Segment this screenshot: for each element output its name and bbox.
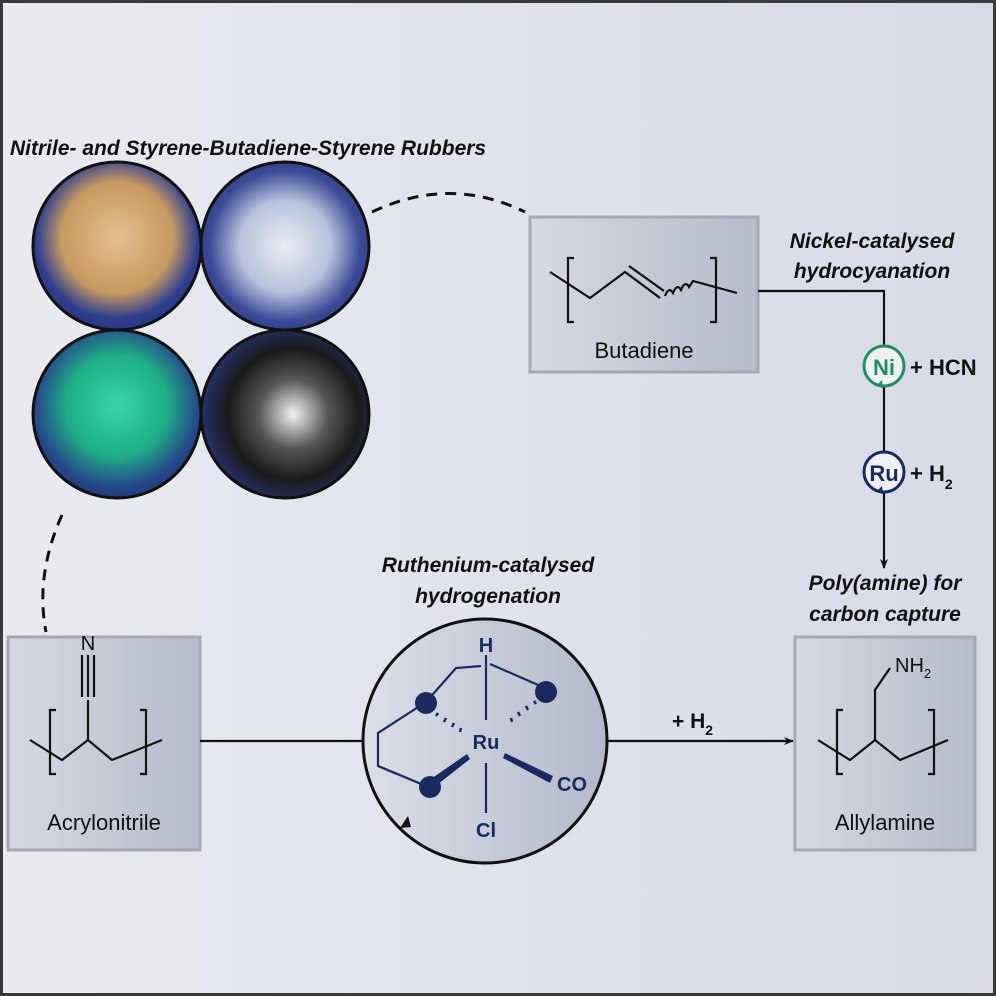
route-line: [758, 289, 886, 346]
h2-reagent: + H: [910, 461, 945, 486]
photo-shoe: [199, 328, 371, 500]
hcn-reagent: + HCN: [910, 355, 977, 380]
h2-subscript: 2: [945, 476, 953, 492]
dashed-link-acrylonitrile: [41, 514, 64, 633]
chloride-ligand: Cl: [476, 820, 496, 842]
h2-main-subscript: 2: [705, 722, 713, 738]
butadiene-label: Butadiene: [594, 338, 693, 363]
allylamine-structure: [817, 667, 949, 776]
ruthenium-step-line1: Ruthenium-catalysed: [382, 554, 596, 577]
butadiene-structure: [549, 256, 738, 324]
h2-reagent-main: + H: [672, 710, 705, 733]
amine-group: NH: [895, 655, 924, 677]
butadiene-box: Butadiene: [528, 215, 760, 374]
ruthenium-catalyst-cycle: Ru: [862, 450, 906, 494]
nickel-symbol: Ni: [873, 355, 895, 380]
ruthenium-symbol: Ru: [869, 461, 898, 486]
ruthenium-step-line2: hydrogenation: [415, 585, 561, 608]
cycle-arrowhead-icon: [400, 816, 411, 828]
photo-sbs-pellets: [199, 160, 371, 332]
product-caption-line2: carbon capture: [809, 603, 961, 626]
acrylonitrile-label: Acrylonitrile: [47, 810, 161, 835]
nickel-catalyst-cycle: Ni: [862, 344, 906, 388]
svg-text:NH2: NH2: [895, 655, 931, 681]
allylamine-box: NH2 Allylamine: [793, 635, 977, 852]
nitrile-group: N: [81, 633, 95, 655]
amine-subscript: 2: [924, 666, 931, 681]
hydride-ligand: H: [479, 635, 493, 657]
carbonyl-ligand: CO: [557, 774, 587, 796]
acrylonitrile-box: N Acrylonitrile: [6, 633, 202, 852]
dashed-link-butadiene: [371, 192, 526, 214]
ruthenium-center: Ru: [473, 732, 500, 754]
acrylonitrile-structure: [29, 655, 163, 776]
svg-text:+ H2: + H2: [672, 710, 713, 738]
nickel-step-line2: hydrocyanation: [794, 260, 950, 283]
rubbers-title: Nitrile- and Styrene-Butadiene-Styrene R…: [10, 137, 486, 160]
ruthenium-complex: H Ru CO Cl: [361, 617, 609, 865]
photo-grid: [31, 160, 371, 500]
nickel-step-line1: Nickel-catalysed: [790, 230, 956, 253]
photo-nitrile-rubber: [31, 160, 203, 332]
allylamine-label: Allylamine: [835, 810, 935, 835]
svg-text:+ H2: + H2: [910, 461, 953, 492]
product-caption-line1: Poly(amine) for: [809, 572, 964, 595]
photo-nitrile-glove: [31, 328, 203, 500]
